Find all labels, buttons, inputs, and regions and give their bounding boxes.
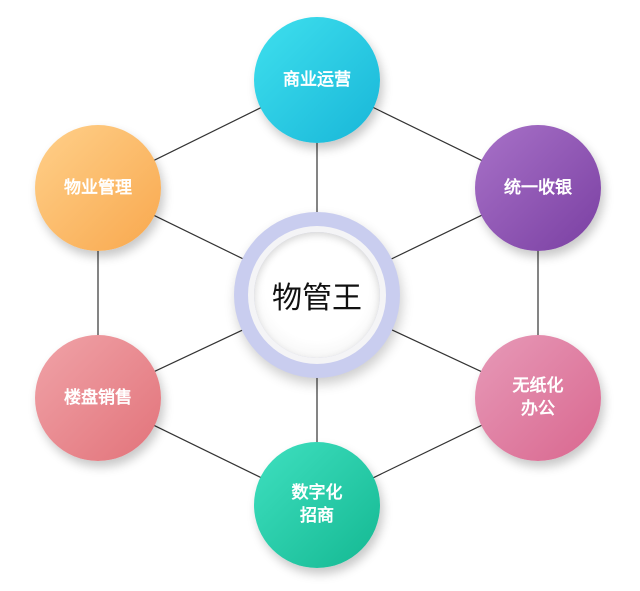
node-commercial-operation: 商业运营 [254, 17, 380, 143]
node-label: 无纸化 办公 [512, 376, 564, 419]
node-label: 统一收银 [504, 177, 572, 198]
node-paperless-office: 无纸化 办公 [475, 335, 601, 461]
node-digital-investment: 数字化 招商 [254, 442, 380, 568]
node-unified-cashier: 统一收银 [475, 125, 601, 251]
center-node: 物管王 [254, 232, 380, 358]
center-label: 物管王 [272, 281, 362, 316]
node-label: 物业管理 [64, 177, 132, 198]
node-label: 商业运营 [283, 69, 351, 90]
node-label: 楼盘销售 [64, 387, 132, 408]
node-label: 数字化 招商 [291, 483, 343, 526]
node-property-management: 物业管理 [35, 125, 161, 251]
node-property-sales: 楼盘销售 [35, 335, 161, 461]
